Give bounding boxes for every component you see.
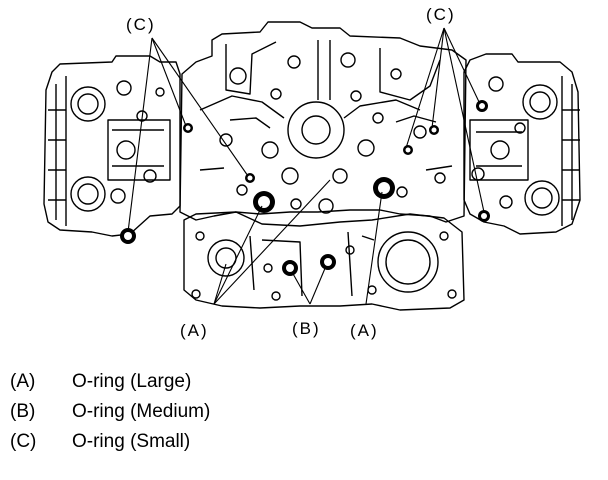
legend-key: (C) [10, 431, 37, 452]
legend-row-a: (A) O-ring (Large) [10, 372, 210, 391]
legend-key: (A) [10, 371, 36, 392]
o-ring-large [373, 177, 395, 199]
o-ring-medium [320, 254, 336, 270]
legend-text: O-ring (Large) [72, 371, 192, 392]
o-ring-small [478, 210, 490, 222]
legend-row-c: (C) O-ring (Small) [10, 432, 210, 451]
legend-row-b: (B) O-ring (Medium) [10, 402, 210, 421]
o-ring-small [403, 145, 413, 155]
leader-lines [127, 27, 485, 305]
o-ring-small [183, 123, 193, 133]
legend-text: O-ring (Small) [72, 431, 191, 452]
legend-key: (B) [10, 401, 36, 422]
o-ring-small [429, 125, 439, 135]
callout-a-right: (A) [350, 321, 379, 340]
callout-a-left: (A) [180, 321, 209, 340]
o-ring-medium [282, 260, 298, 276]
o-ring-small [476, 100, 488, 112]
left-cylinder-head [43, 55, 181, 237]
legend: (A) O-ring (Large) (B) O-ring (Medium) (… [10, 372, 210, 462]
crankcase-body [179, 21, 467, 223]
callout-c-right: (C) [426, 5, 456, 24]
o-ring-small [120, 228, 136, 244]
callout-c-left: (C) [126, 15, 156, 34]
legend-text: O-ring (Medium) [72, 401, 211, 422]
engine-block-diagram: (C) (C) (A) (B) (A) [43, 5, 581, 340]
o-ring-markers [120, 100, 490, 276]
callout-b: (B) [292, 319, 321, 338]
right-cylinder-head [463, 53, 581, 235]
o-ring-large [253, 191, 275, 213]
